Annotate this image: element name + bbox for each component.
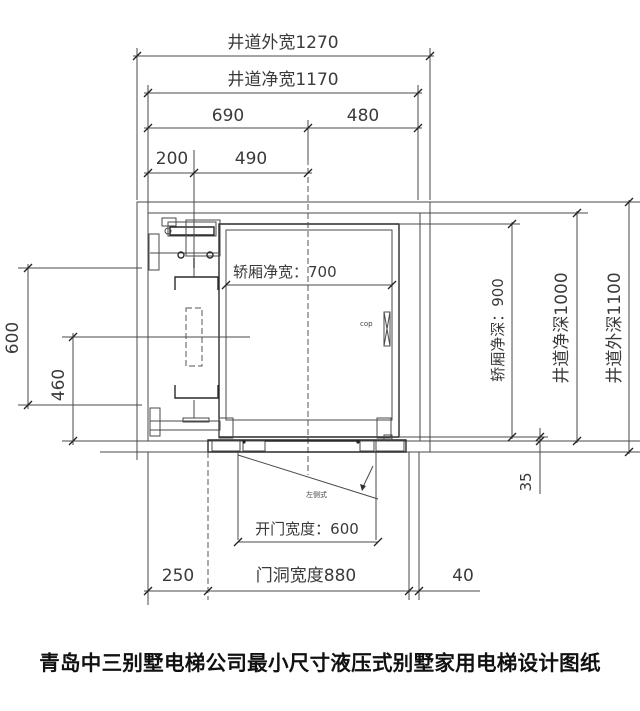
elevator-floor-plan: cop <box>3 33 640 620</box>
dim-490: 490 <box>235 149 267 169</box>
dim-250: 250 <box>162 566 194 586</box>
drawing-caption: 青岛中三别墅电梯公司最小尺寸液压式别墅家用电梯设计图纸 <box>39 651 601 675</box>
hydraulic-unit <box>149 150 220 436</box>
shaft-outer-depth: 井道外深1100 <box>605 272 625 383</box>
top-dimensions: 井道外宽1270 井道净宽1170 690 480 200 490 <box>133 33 434 440</box>
dim-460: 460 <box>49 369 69 401</box>
left-dimensions: 600 460 <box>3 264 250 445</box>
shaft-outer-width: 井道外宽1270 <box>227 33 338 53</box>
shaft-clear-depth: 井道净深1000 <box>552 272 572 383</box>
dim-690: 690 <box>212 106 244 126</box>
right-dimensions: 轿厢净深：900 井道净深1000 井道外深1100 35 <box>400 198 640 494</box>
dim-200: 200 <box>156 149 188 169</box>
cop-panel: cop <box>360 312 390 346</box>
sill-gap: 35 <box>517 472 535 491</box>
dim-40: 40 <box>452 566 474 586</box>
door-opening-width: 门洞宽度880 <box>256 566 356 586</box>
car-width-dimension: 轿厢净宽：700 <box>222 263 396 289</box>
shaft-clear-width: 井道净宽1170 <box>227 70 338 90</box>
cop-label: cop <box>360 320 373 328</box>
dim-600: 600 <box>3 322 23 354</box>
door-type-label: 左侧式 <box>306 490 327 499</box>
bottom-dimensions: 开门宽度：600 250 门洞宽度880 40 <box>137 452 480 605</box>
landing-door: 左侧式 <box>208 435 419 600</box>
car-clear-depth: 轿厢净深：900 <box>489 278 507 382</box>
car-cabin <box>219 150 399 475</box>
dim-480: 480 <box>347 106 379 126</box>
door-open-width: 开门宽度：600 <box>255 520 359 538</box>
car-clear-width: 轿厢净宽：700 <box>233 263 337 281</box>
